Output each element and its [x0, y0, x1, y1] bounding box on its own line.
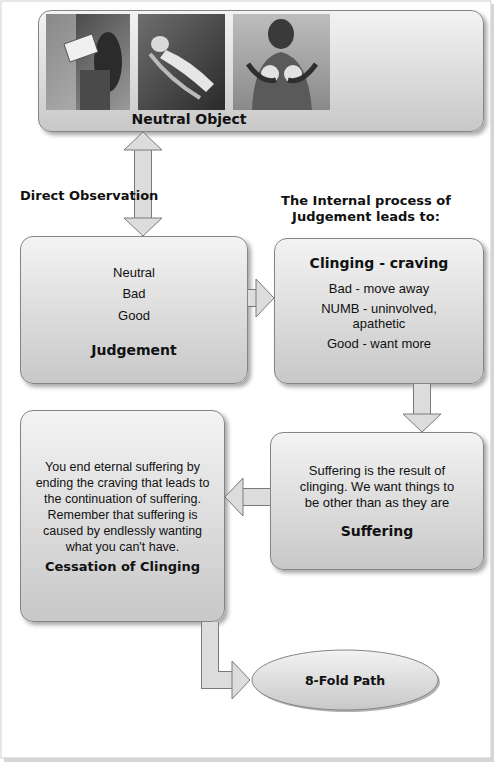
arrow-head [124, 218, 162, 236]
process-box: Clinging - cravingBad - move awayNUMB - … [274, 238, 484, 384]
arrow-head [256, 279, 274, 317]
arrow-shaft [135, 148, 151, 220]
arrow-shaft-outline [210, 622, 234, 680]
node-title: Clinging - craving [310, 255, 449, 271]
process-box: You end eternal suffering by ending the … [20, 410, 225, 622]
craving-item: Good - want more [327, 336, 431, 352]
judgement-option: Neutral [113, 265, 155, 281]
frame-border [1, 1, 491, 758]
photo-figure [233, 14, 330, 110]
photo-reader [46, 14, 130, 110]
edge-label: Direct Observation [20, 188, 158, 203]
arrow-head [225, 478, 243, 516]
block-arrow [210, 622, 250, 699]
arrow-head [124, 132, 162, 150]
judgement-option: Good [118, 308, 150, 324]
block-arrow [403, 384, 441, 432]
node-title: Suffering [341, 523, 414, 539]
node-title: Judgement [91, 342, 176, 358]
block-arrow [248, 279, 274, 317]
block-arrow [124, 132, 162, 236]
arrow-head [232, 661, 250, 699]
note-label: The Internal process of Judgement leads … [258, 193, 474, 226]
arrow-shaft-outline [241, 488, 270, 506]
craving-item: NUMB - uninvolved, apathetic [304, 301, 454, 332]
arrow-shaft [414, 384, 430, 416]
arrow-shaft-outline [134, 148, 152, 220]
node-title: Cessation of Clinging [45, 559, 200, 574]
judgement-option: Bad [122, 286, 145, 302]
block-arrow [225, 478, 270, 516]
photo-lying-figure [138, 14, 225, 110]
craving-item: Bad - move away [329, 281, 429, 297]
process-box: Suffering is the result of clinging. We … [270, 432, 484, 570]
arrow-shaft [210, 622, 234, 680]
terminal-ellipse: 8-Fold Path [250, 648, 440, 712]
node-body: You end eternal suffering by ending the … [31, 459, 214, 555]
arrow-head [403, 414, 441, 432]
arrow-shaft-outline [413, 384, 431, 416]
arrow-shaft [241, 489, 270, 505]
node-title: 8-Fold Path [305, 673, 385, 688]
node-body: Suffering is the result of clinging. We … [291, 463, 463, 512]
process-box: NeutralBadGoodJudgement [20, 236, 248, 384]
node-title: Neutral Object [79, 111, 299, 127]
